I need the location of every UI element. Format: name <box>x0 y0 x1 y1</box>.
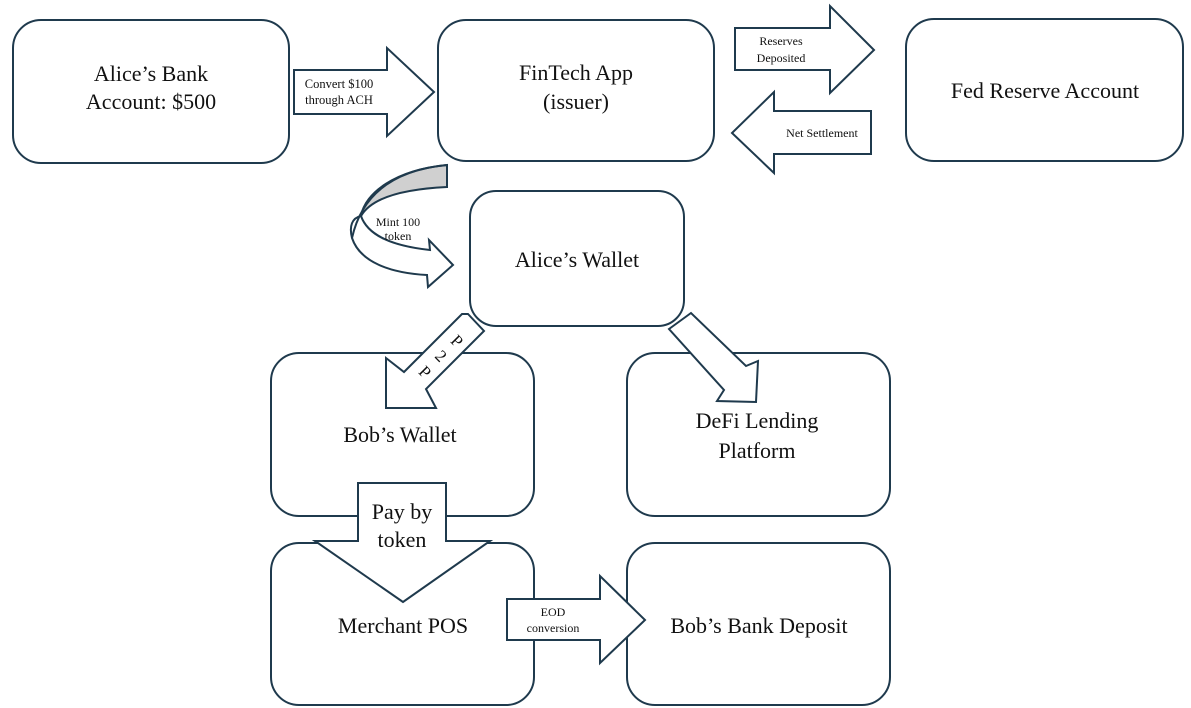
arrow-mint-token: Mint 100 token <box>349 163 455 290</box>
node-fintech-app-line-2: (issuer) <box>543 89 609 114</box>
node-bob-bank-line-1: Bob’s Bank Deposit <box>670 613 847 638</box>
node-alice-bank-line-1: Alice’s Bank <box>94 61 208 86</box>
node-bob-wallet: Bob’s Wallet <box>270 352 535 517</box>
arrow-eod-conversion-line-2: conversion <box>527 621 580 635</box>
arrow-mint-token-line-2: token <box>385 229 412 243</box>
node-bob-bank: Bob’s Bank Deposit <box>626 542 891 706</box>
node-fintech-app-line-1: FinTech App <box>519 60 633 85</box>
arrow-convert-ach: Convert $100 through ACH <box>293 45 436 139</box>
node-fed-reserve: Fed Reserve Account <box>905 18 1184 162</box>
arrow-mint-token-line-1: Mint 100 <box>376 215 420 229</box>
node-alice-wallet: Alice’s Wallet <box>469 190 685 327</box>
arrow-to-defi <box>667 311 760 404</box>
node-alice-wallet-line-1: Alice’s Wallet <box>515 247 639 272</box>
node-defi-lending: DeFi Lending Platform <box>626 352 891 517</box>
arrow-pay-by-token-line-1: Pay by <box>372 499 433 524</box>
arrow-eod-conversion: EOD conversion <box>506 573 647 666</box>
arrow-reserves-deposited: Reserves Deposited <box>734 3 876 96</box>
arrow-convert-ach-line-2: through ACH <box>305 93 373 107</box>
node-fed-reserve-line-1: Fed Reserve Account <box>951 78 1139 103</box>
node-bob-wallet-line-1: Bob’s Wallet <box>343 422 456 447</box>
arrow-p2p: P 2 P <box>385 313 486 409</box>
node-defi-lending-line-2: Platform <box>719 438 796 463</box>
node-fintech-app: FinTech App (issuer) <box>437 19 715 162</box>
node-alice-bank-line-2: Account: $500 <box>86 89 216 114</box>
node-merchant-pos-line-1: Merchant POS <box>338 613 468 638</box>
node-merchant-pos: Merchant POS <box>270 542 535 706</box>
arrow-eod-conversion-line-1: EOD <box>541 605 566 619</box>
arrow-convert-ach-line-1: Convert $100 <box>305 77 373 91</box>
node-alice-bank: Alice’s Bank Account: $500 <box>12 19 290 164</box>
arrow-pay-by-token: Pay by token <box>311 482 494 604</box>
arrow-reserves-deposited-line-2: Deposited <box>757 51 806 65</box>
arrow-reserves-deposited-line-1: Reserves <box>759 34 803 48</box>
node-defi-lending-line-1: DeFi Lending <box>696 408 819 433</box>
arrow-net-settlement-line-1: Net Settlement <box>786 126 858 140</box>
arrow-pay-by-token-line-2: token <box>378 527 427 552</box>
arrow-net-settlement: Net Settlement <box>730 89 872 176</box>
